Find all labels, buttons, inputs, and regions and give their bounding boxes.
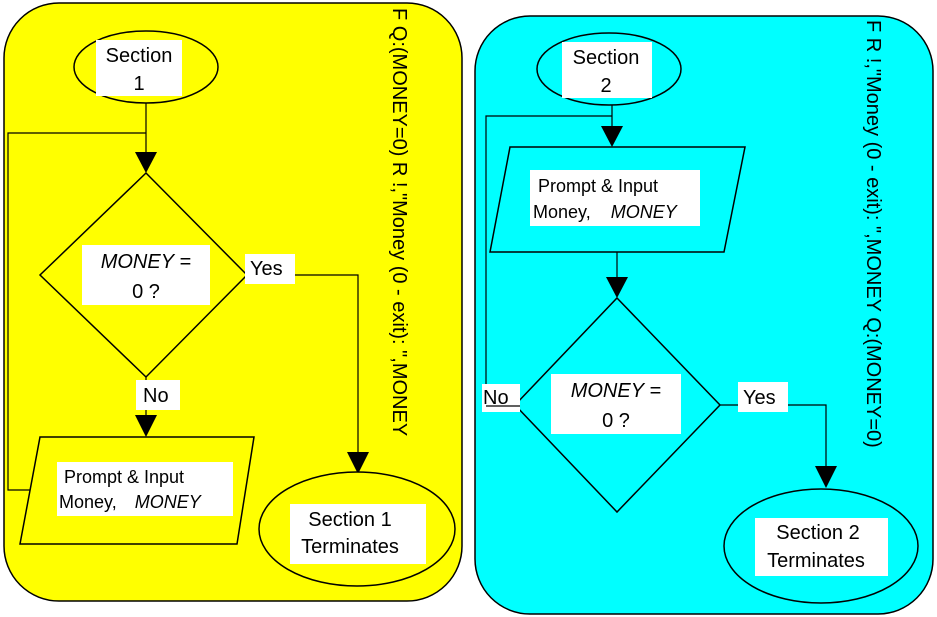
- section1-io-line1: Prompt & Input: [64, 467, 184, 487]
- section2-io-line2a: Money,: [533, 202, 591, 222]
- svg-text:Money,MONEY: Money, MONEY: [533, 202, 679, 222]
- section1-arrowhead-io: [135, 415, 157, 437]
- section2-no-label: No: [483, 387, 509, 409]
- section1-loop-back-line: [7, 132, 146, 491]
- section2-end-line2: Terminates: [767, 550, 865, 572]
- section2-end-line1: Section 2: [776, 522, 859, 544]
- section2-arrowhead-io: [601, 126, 623, 147]
- section2-decision-var: MONEY: [571, 380, 646, 402]
- section1-end-line1: Section 1: [308, 509, 391, 531]
- section1-no-label: No: [143, 385, 169, 407]
- section1-io-line2b: MONEY: [135, 492, 203, 512]
- section1-arrowhead-decision: [135, 152, 157, 173]
- section2-start-label-line1: Section: [573, 47, 640, 69]
- section1-io-line2a: Money,: [59, 492, 117, 512]
- section2-io-line2b: MONEY: [611, 202, 679, 222]
- section2-arrowhead-decision: [606, 277, 628, 298]
- section2-code: F R !,"Money (0 - exit): ",MONEY Q:(MONE…: [862, 20, 884, 448]
- svg-text:MONEY =: MONEY =: [571, 380, 662, 402]
- section1-yes-label: Yes: [250, 258, 283, 280]
- section1-decision-eq: =: [174, 251, 191, 273]
- section1-decision-line2: 0 ?: [132, 281, 160, 303]
- section2-start-label-line2: 2: [600, 75, 611, 97]
- section2-io-line1: Prompt & Input: [538, 176, 658, 196]
- section1-start-label-line2: 1: [133, 73, 144, 95]
- section1-start-label-line1: Section: [106, 45, 173, 67]
- section2-arrowhead-end: [815, 466, 837, 488]
- section1-end-line2: Terminates: [301, 536, 399, 558]
- section2-decision-line2: 0 ?: [602, 410, 630, 432]
- section1-arrowhead-end: [347, 452, 369, 474]
- section1-decision-var: MONEY: [101, 251, 176, 273]
- section2-decision-eq: =: [644, 380, 661, 402]
- svg-text:MONEY =: MONEY =: [101, 251, 192, 273]
- section2-yes-label: Yes: [743, 387, 776, 409]
- section1-code: F Q:(MONEY=0) R !,"Money (0 - exit): ",M…: [388, 8, 410, 436]
- svg-text:Money,MONEY: Money, MONEY: [59, 492, 203, 512]
